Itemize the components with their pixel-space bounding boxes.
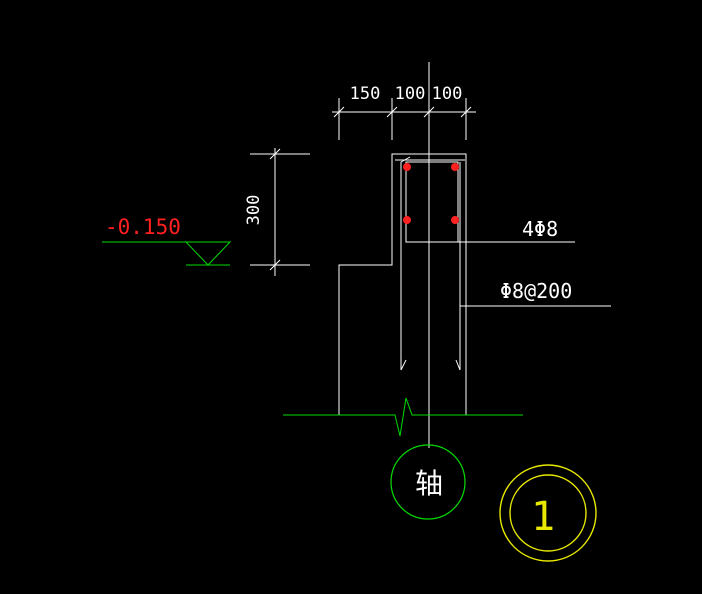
stirrup-hook-left <box>400 359 407 371</box>
elevation-label: -0.150 <box>105 215 181 239</box>
rebar-dot <box>451 216 459 224</box>
detail-circle-inner <box>509 474 587 552</box>
dimension-label-300: 300 <box>244 195 264 226</box>
longitudinal-rebars <box>403 163 459 224</box>
stirrup-left-leg <box>400 156 411 370</box>
vertical-dimension <box>250 148 310 276</box>
dimension-label-150: 150 <box>350 84 381 104</box>
detail-circle-outer <box>499 464 597 562</box>
stirrup-rectangle <box>405 161 459 243</box>
triangle-elevation-icon <box>184 241 232 266</box>
zigzag-break-icon <box>283 397 523 437</box>
axis-circle <box>390 444 466 520</box>
rebar-dot <box>403 216 411 224</box>
rebar-dot <box>451 163 459 171</box>
stirrup-label: Φ8@200 <box>500 279 572 303</box>
dimension-tick <box>269 148 281 160</box>
dimension-tick <box>460 106 472 118</box>
top-dimension-chain <box>332 98 476 140</box>
rebar-dot <box>403 163 411 171</box>
stirrup-hook-right <box>455 359 461 371</box>
detail-number: 1 <box>531 494 555 540</box>
dimension-tick <box>269 259 281 271</box>
dimension-label-100-left: 100 <box>395 84 426 104</box>
section-outline <box>338 153 467 415</box>
longitudinal-rebar-label: 4Φ8 <box>522 217 558 241</box>
dimension-label-100-right: 100 <box>432 84 463 104</box>
dimension-tick <box>386 106 398 118</box>
axis-label: 轴 <box>415 467 443 500</box>
concrete-section-outline <box>338 153 467 415</box>
stirrup-cage <box>395 156 465 371</box>
dimension-tick <box>333 106 345 118</box>
